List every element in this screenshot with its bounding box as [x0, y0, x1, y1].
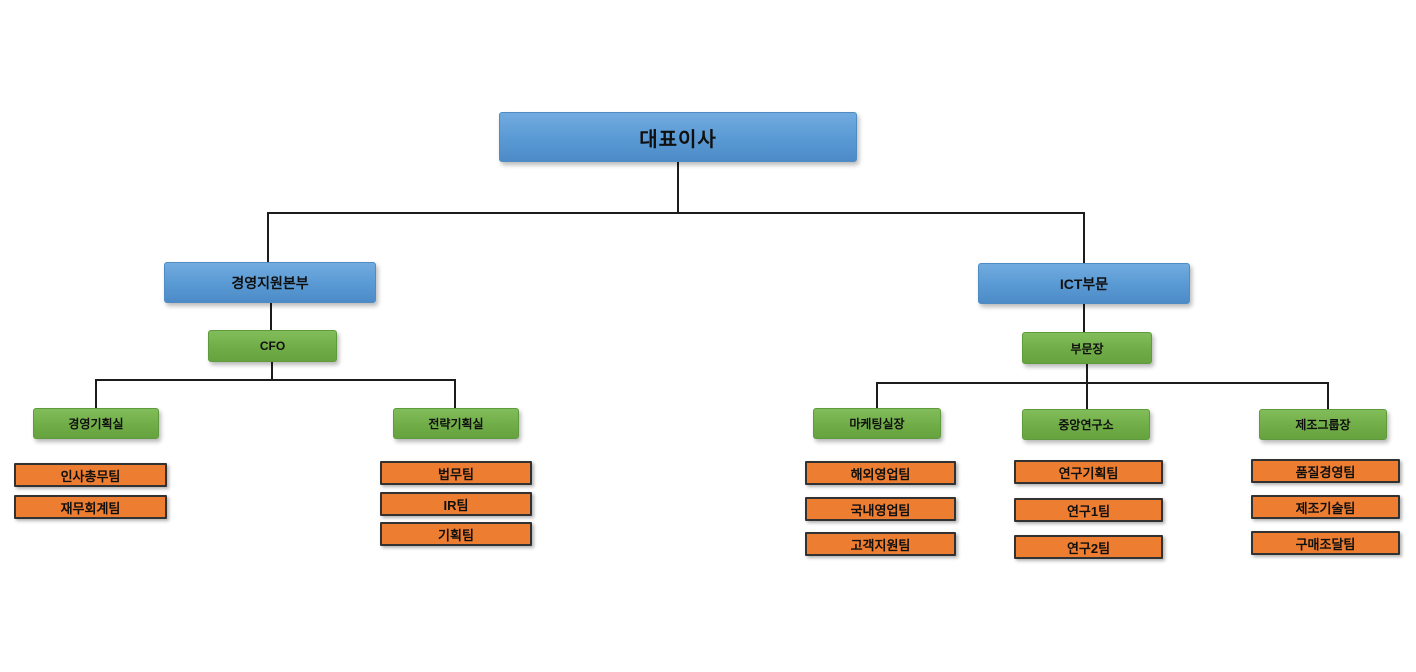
node-team-finance-accounting: 재무회계팀: [14, 495, 167, 519]
node-dept-central-research: 중앙연구소: [1022, 409, 1150, 440]
node-dept-strategy-planning: 전략기획실: [393, 408, 519, 439]
node-team-domestic-sales: 국내영업팀: [805, 497, 956, 521]
connector-branch-right-drop: [1083, 212, 1085, 263]
node-team-research-planning: 연구기획팀: [1014, 460, 1163, 484]
node-team-research-1: 연구1팀: [1014, 498, 1163, 522]
node-dept-marketing: 마케팅실장: [813, 408, 941, 439]
connector-cfo-drop: [271, 362, 273, 380]
node-team-manufacturing-tech: 제조기술팀: [1251, 495, 1400, 519]
connector-division-to-cfo: [270, 303, 272, 330]
node-dept-manufacturing-group: 제조그룹장: [1259, 409, 1387, 440]
connector-dept1-drop: [95, 379, 97, 408]
node-team-purchasing: 구매조달팀: [1251, 531, 1400, 555]
connector-root-drop: [677, 162, 679, 213]
node-team-quality-management: 품질경영팀: [1251, 459, 1400, 483]
connector-dept5-drop: [1327, 382, 1329, 409]
node-ceo: 대표이사: [499, 112, 857, 162]
node-division-head: 부문장: [1022, 332, 1152, 364]
node-team-customer-support: 고객지원팀: [805, 532, 956, 556]
node-team-legal: 법무팀: [380, 461, 532, 485]
node-team-research-2: 연구2팀: [1014, 535, 1163, 559]
connector-head-drop: [1086, 364, 1088, 409]
connector-head-horizontal: [876, 382, 1329, 384]
node-team-hr-general-affairs: 인사총무팀: [14, 463, 167, 487]
node-team-ir: IR팀: [380, 492, 532, 516]
node-division-management-support: 경영지원본부: [164, 262, 376, 303]
connector-cfo-horizontal: [95, 379, 456, 381]
node-dept-management-planning: 경영기획실: [33, 408, 159, 439]
node-division-ict: ICT부문: [978, 263, 1190, 304]
node-team-planning: 기획팀: [380, 522, 532, 546]
connector-division-to-head: [1083, 304, 1085, 332]
connector-root-horizontal: [267, 212, 1085, 214]
connector-dept3-drop: [876, 382, 878, 408]
node-cfo: CFO: [208, 330, 337, 362]
connector-dept2-drop: [454, 379, 456, 408]
node-team-overseas-sales: 해외영업팀: [805, 461, 956, 485]
connector-branch-left-drop: [267, 212, 269, 262]
